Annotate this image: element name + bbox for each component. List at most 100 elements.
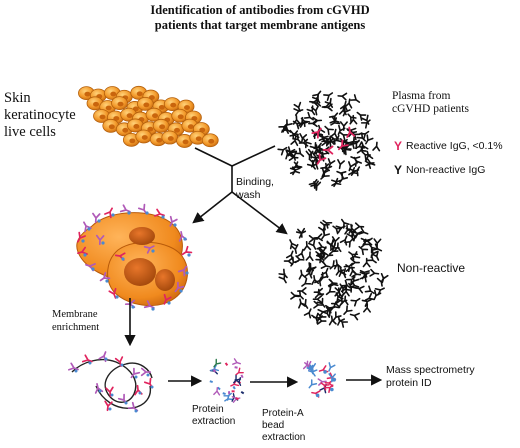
antibody-y-icon [303, 241, 312, 251]
antibody-y-icon [329, 241, 340, 251]
membrane-enrichment-label: Membrane enrichment [52, 308, 99, 334]
cell-nucleus [167, 136, 174, 141]
cell-nucleus [84, 91, 91, 97]
antigen-dot [105, 279, 109, 283]
antigen-dot [111, 213, 115, 217]
cell-nucleus [113, 116, 120, 121]
mass-spec-label: Mass spectrometry protein ID [386, 364, 475, 390]
antibody-y-icon [278, 268, 288, 279]
antigen-dot [101, 241, 105, 245]
fork-connector [194, 145, 276, 192]
antibody-y-icon [314, 145, 323, 156]
proteinA-line: Protein-A [262, 408, 304, 419]
antibody-y-icon [104, 400, 113, 412]
protein-fragment [240, 374, 244, 379]
antigen-dot [87, 227, 91, 231]
antibody-y-icon [117, 393, 128, 405]
antibody-y-icon [369, 268, 380, 277]
title-line-2: patients that target membrane antigens [154, 18, 366, 32]
antibody-y-icon [290, 291, 300, 300]
antibody-y-icon [345, 224, 354, 235]
title-line-1: Identification of antibodies from cGVHD [150, 3, 370, 17]
antibody-y-icon [283, 257, 294, 266]
antibody-y-icon [292, 120, 303, 130]
antibody-y-icon [95, 234, 105, 246]
protein-fragment [232, 385, 236, 390]
antibody-y-icon [360, 141, 369, 152]
cell-nucleus [159, 124, 166, 130]
plasma-label: Plasma from cGVHD patients [392, 90, 469, 116]
protein-fragment [228, 391, 231, 395]
antibody-y-icon [317, 308, 328, 317]
antibody-y-icon [311, 275, 320, 286]
antibody-y-icon [313, 300, 323, 309]
antigen-dot [120, 363, 124, 367]
antibody-y-icon [140, 367, 152, 377]
antigen-dot [121, 257, 125, 261]
antibody-y-icon [339, 121, 348, 131]
antibody-y-icon [345, 264, 355, 273]
antibody-y-icon [283, 119, 293, 129]
cell-nucleus [133, 124, 140, 129]
arrow-to-cells [192, 191, 233, 224]
antibody-y-icon [308, 119, 318, 128]
antibody-y-icon [338, 139, 349, 151]
antibody-y-icon [181, 245, 193, 256]
antibody-y-icon [76, 231, 86, 243]
cell-nucleus [93, 101, 100, 107]
bound-cells [76, 212, 188, 306]
antibody-y-icon [312, 295, 323, 304]
antibody-y-icon [361, 298, 372, 307]
antibody-y-icon [163, 293, 172, 305]
antibody-y-icon [233, 374, 242, 384]
antibody-y-icon [328, 362, 336, 372]
antibody-y-icon [361, 151, 372, 161]
antigen-dot [151, 249, 155, 253]
bead-dot [315, 393, 320, 398]
cell-nucleus [174, 127, 181, 133]
antibody-y-icon [318, 133, 329, 142]
antibody-y-icon [340, 295, 349, 306]
protein-fragment [212, 368, 216, 373]
skin-cells-label: Skin keratinocyte live cells [4, 90, 76, 141]
cell-nucleus [170, 102, 177, 108]
extracted-proteins [209, 358, 245, 403]
nonreactive-antibody-cloud [278, 218, 389, 328]
cell-nucleus [108, 124, 115, 130]
antibody-y-icon [105, 386, 114, 398]
protein-fragment [240, 391, 245, 395]
antibody-y-icon [358, 245, 369, 256]
legend-nonreactive: Y Non-reactive IgG [394, 163, 485, 177]
antigen-dot [167, 301, 171, 305]
antigen-dot [161, 215, 165, 219]
antibody-y-icon [143, 245, 155, 254]
antibody-y-icon [347, 138, 356, 150]
antibody-y-icon [104, 207, 113, 219]
antibody-y-icon [371, 243, 383, 252]
cell-nucleus [117, 101, 124, 107]
cell-nucleus [184, 105, 191, 110]
antibody-y-icon [293, 108, 304, 116]
membrane-fragment [71, 358, 153, 409]
antibody-y-icon [337, 159, 345, 170]
antibody-y-icon [169, 215, 178, 227]
antibody-y-icon [299, 298, 309, 309]
skin-label-line: Skin [4, 90, 31, 106]
antibody-y-icon [374, 287, 385, 296]
antibody-y-icon [289, 167, 301, 176]
antibody-y-icon [213, 386, 221, 396]
cell-nucleus [141, 135, 148, 140]
antigen-dot [183, 237, 187, 241]
antigen-dot [104, 357, 108, 361]
antibody-y-icon [316, 297, 326, 308]
cell-nucleus [126, 113, 133, 119]
protein-fragment [222, 392, 226, 395]
bead-dot [332, 378, 336, 382]
proteinA-bead-complexes [302, 360, 337, 398]
antigen-dot [110, 393, 114, 397]
antibody-y-icon [327, 158, 336, 169]
antibody-y-icon [298, 138, 309, 147]
cell-nucleus [156, 137, 163, 143]
cell-nucleus [147, 126, 154, 132]
